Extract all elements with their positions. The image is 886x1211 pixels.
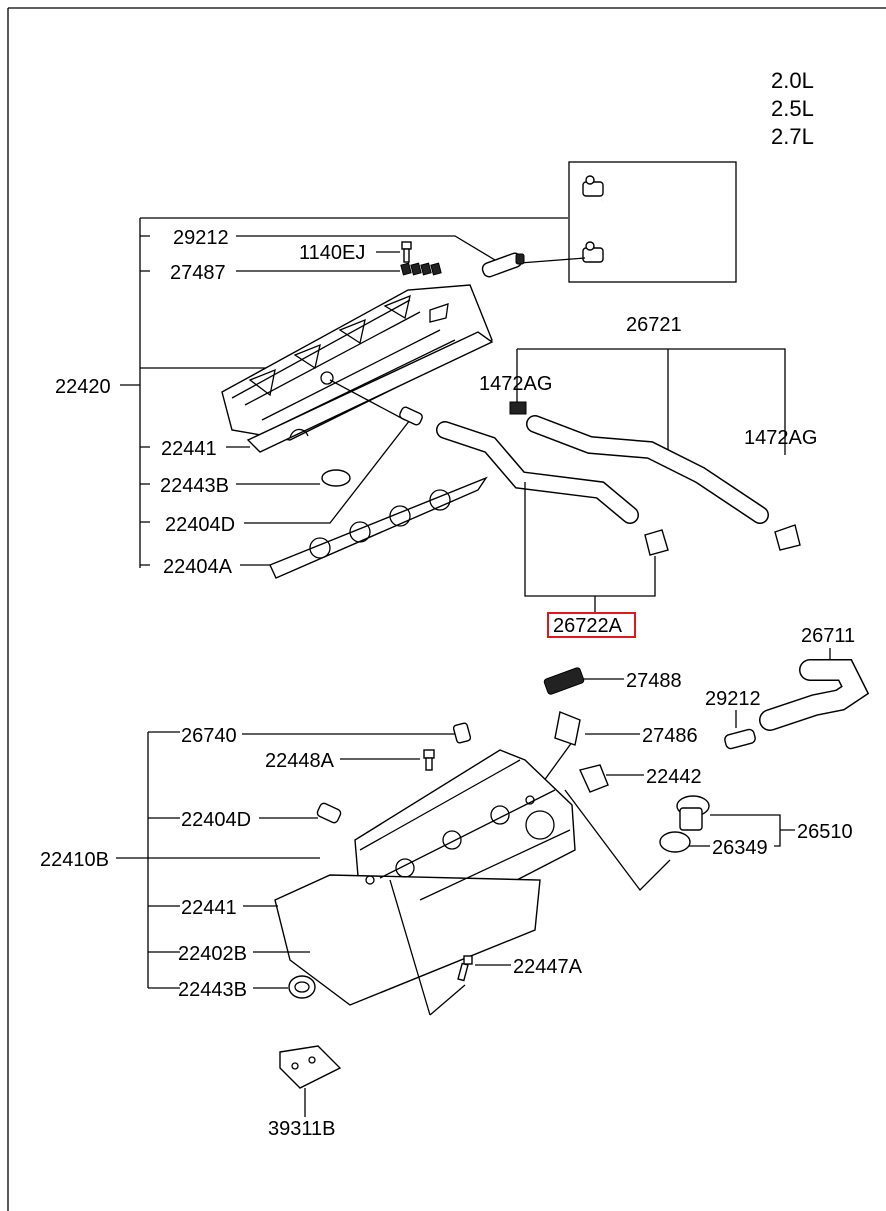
label-26349: 26349 [712, 837, 768, 859]
label-22410B: 22410B [40, 849, 109, 871]
label-22442: 22442 [646, 766, 702, 788]
plug-22404D-bot [316, 802, 342, 824]
label-27486: 27486 [642, 725, 698, 747]
label-1140EJ: 1140EJ [299, 242, 365, 264]
clamp-26722A [644, 529, 669, 556]
bolt-27488 [543, 667, 585, 695]
label-22420: 22420 [55, 376, 111, 398]
label-22404A: 22404A [163, 556, 233, 578]
label-39311B: 39311B [268, 1118, 335, 1140]
clamp-1472AG-left [509, 401, 527, 415]
label-22402B: 22402B [178, 943, 247, 965]
seal-22443B-top [321, 469, 351, 487]
breather-hose-26722A [436, 421, 639, 524]
label-22443B-top: 22443B [160, 475, 229, 497]
leader-26510 [710, 814, 795, 847]
leader-26721 [516, 348, 786, 455]
engine-variant-25: 2.5L [771, 96, 814, 121]
leader-26722A [524, 482, 656, 612]
label-22448A: 22448A [265, 750, 335, 772]
bolt-set-27487 [400, 262, 442, 276]
bolt-22447A [457, 955, 473, 982]
leader-29212-top [236, 235, 496, 261]
assembly-bracket-22420 [120, 217, 568, 568]
oil-filler-cap-26510 [676, 795, 710, 831]
gasket-22404A [269, 476, 488, 579]
engine-variant-list: 2.0L 2.5L 2.7L [771, 68, 814, 149]
leader-22447A-v [389, 879, 466, 1016]
label-26722A: 26722A [553, 615, 623, 637]
plug-26740 [452, 722, 472, 744]
breather-hose-26721 [526, 415, 769, 524]
highlight-26722A [547, 612, 636, 638]
label-26740: 26740 [181, 725, 237, 747]
seal-22443B-bot-inner [294, 981, 310, 993]
label-27487: 27487 [170, 262, 226, 284]
label-22404D-top: 22404D [165, 514, 235, 536]
gasket-26349 [659, 831, 691, 853]
gasket-22441-top [246, 331, 494, 453]
pcv-valve-bot [724, 728, 756, 750]
label-27488: 27488 [626, 670, 682, 692]
label-26510: 26510 [797, 821, 853, 843]
engine-variant-27: 2.7L [771, 124, 814, 149]
label-22404D-bot: 22404D [181, 809, 251, 831]
bracket-27486 [554, 711, 581, 746]
label-26711: 26711 [801, 625, 855, 647]
label-1472AG-left: 1472AG [479, 373, 552, 395]
pcv-hose-inset [568, 161, 737, 283]
leader-hose-inset [519, 257, 586, 264]
bolt-22448A [423, 749, 435, 771]
assembly-bracket-22410B [116, 731, 320, 989]
diagram-frame [7, 7, 886, 1211]
bracket-39311B [279, 1045, 342, 1089]
bolt-1140EJ [401, 241, 412, 263]
plug-22404D-top [399, 406, 423, 426]
cylinder-head-cover-upper [221, 284, 493, 441]
label-22447A: 22447A [513, 956, 583, 978]
label-29212-bot: 29212 [705, 688, 761, 710]
label-29212-top: 29212 [173, 227, 229, 249]
label-22441-bot: 22441 [181, 897, 237, 919]
hose-26711 [759, 659, 870, 731]
gasket-bump [289, 428, 309, 439]
label-1472AG-right: 1472AG [744, 427, 817, 449]
pcv-valve-top [481, 252, 525, 278]
label-22441-top: 22441 [161, 438, 217, 460]
cap-22442 [579, 764, 609, 793]
leader-filler-to-cover [564, 789, 671, 891]
label-26721: 26721 [626, 314, 682, 336]
seal-22443B-bot [288, 975, 316, 999]
leader-22404D-top [244, 379, 411, 524]
engine-variant-20: 2.0L [771, 68, 814, 93]
clamp-1472AG-right [774, 524, 801, 551]
label-22443B-bot: 22443B [178, 979, 247, 1001]
